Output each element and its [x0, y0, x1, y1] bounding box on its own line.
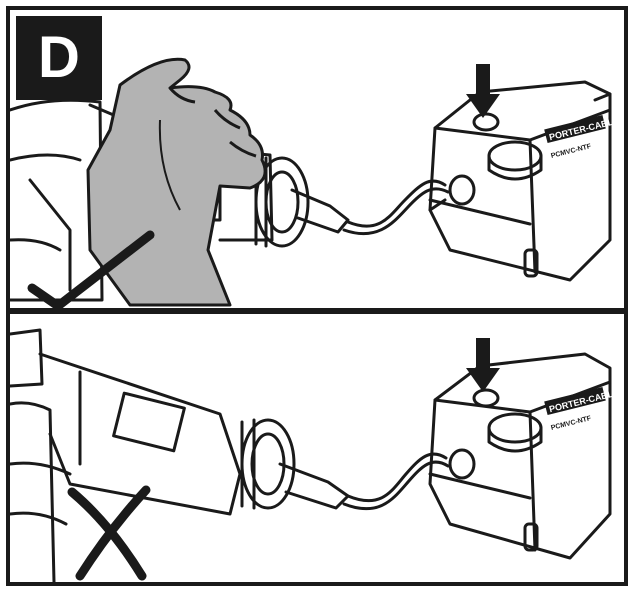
- step-badge: D: [16, 16, 102, 100]
- panel-correct: PORTER-CABLE PCMVC-NTF D: [10, 10, 624, 308]
- correct-illustration: PORTER-CABLE PCMVC-NTF: [10, 57, 620, 308]
- device-model-text: PCMVC-NTF: [550, 143, 592, 160]
- cross-icon: [67, 485, 151, 581]
- panel-divider: [6, 308, 628, 314]
- incorrect-illustration: PORTER-CABLE PCMVC-NTF: [10, 328, 620, 582]
- device-model-text: PCMVC-NTF: [550, 415, 592, 432]
- check-icon: [27, 230, 155, 308]
- panel-incorrect: PORTER-CABLE PCMVC-NTF: [10, 314, 624, 582]
- hand-icon: [86, 57, 267, 307]
- arrow-down-icon: [466, 64, 500, 118]
- arrow-down-icon: [466, 338, 500, 392]
- illustration-frame: [6, 6, 628, 586]
